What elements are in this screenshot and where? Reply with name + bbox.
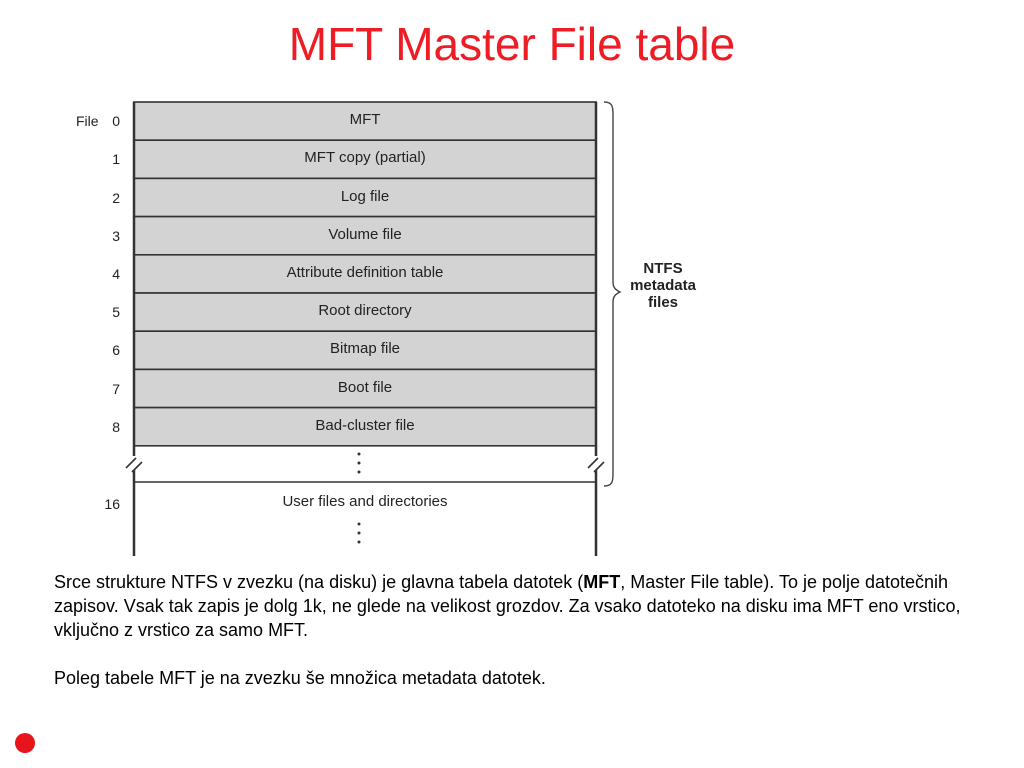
row-number: 0 xyxy=(112,113,120,130)
row-number: 16 xyxy=(104,496,120,512)
p1-after: , Master File table). To je polje datote… xyxy=(54,572,961,640)
description-text: Srce strukture NTFS v zvezku (na disku) … xyxy=(54,570,984,690)
ntfs-label-line: NTFS xyxy=(643,260,683,277)
row-label: Root directory xyxy=(318,302,412,320)
mft-row-cell xyxy=(133,101,597,142)
row-label: Attribute definition table xyxy=(286,263,444,281)
slide-title: MFT Master File table xyxy=(288,18,736,70)
row-label: Volume file xyxy=(328,225,402,243)
row-label: Log file xyxy=(340,187,390,205)
break-mark-left xyxy=(125,457,143,473)
row-number: 4 xyxy=(112,265,120,282)
ntfs-label-line: metadata xyxy=(630,277,696,294)
ellipsis-dots-upper xyxy=(357,452,361,474)
mft-diagram: 0 MFT 1 MFT copy (partial) 2 Log file 3 Volume … xyxy=(60,96,740,560)
p1-bold-mft: MFT xyxy=(583,572,621,592)
brace-icon xyxy=(603,101,622,487)
row-label: Boot file xyxy=(337,378,393,396)
row-label: Bad-cluster file xyxy=(315,416,415,434)
description-paragraph-1: Srce strukture NTFS v zvezku (na disku) … xyxy=(54,570,984,642)
p1-before: Srce strukture NTFS v zvezku (na disku) … xyxy=(54,572,584,592)
ellipsis-dots-lower xyxy=(357,522,361,544)
red-bullet-icon xyxy=(15,733,35,753)
file-column-label: File xyxy=(76,113,99,130)
row-number: 5 xyxy=(112,304,120,321)
row-number: 1 xyxy=(112,151,120,168)
row-number: 8 xyxy=(112,418,120,435)
user-files-label: User files and directories xyxy=(282,493,448,510)
row-label: Bitmap file xyxy=(329,340,401,358)
break-mark-right xyxy=(587,457,605,473)
row-number: 7 xyxy=(112,380,120,397)
mft-row-cell xyxy=(133,139,597,180)
row-label: MFT copy (partial) xyxy=(304,149,426,167)
description-paragraph-2: Poleg tabele MFT je na zvezku še množica… xyxy=(54,668,546,688)
ntfs-label-line: files xyxy=(647,294,678,311)
row-number: 2 xyxy=(112,189,120,206)
row-label: MFT xyxy=(349,111,381,129)
mft-table-graphic xyxy=(125,101,622,556)
row-number: 3 xyxy=(112,227,120,244)
row-number: 6 xyxy=(112,342,120,359)
ntfs-metadata-label: NTFS metadata files xyxy=(608,260,718,311)
